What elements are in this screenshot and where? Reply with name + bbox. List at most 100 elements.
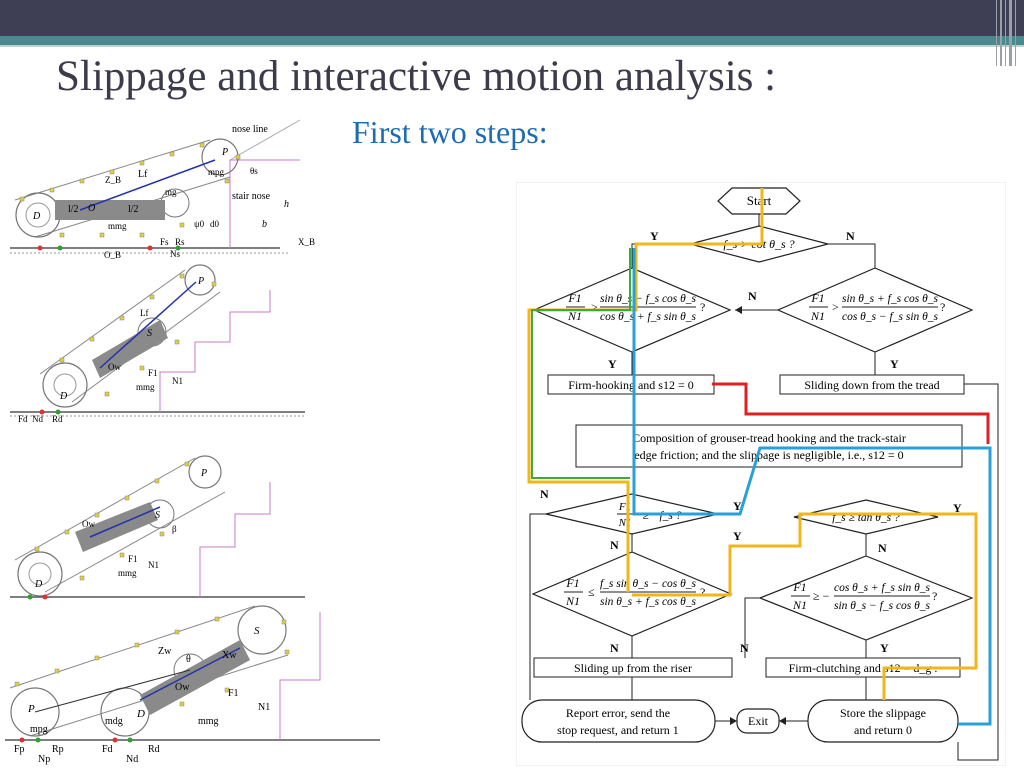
d6-num: f_s sin θ_s − cos θ_s: [600, 578, 697, 590]
label-o: O: [88, 203, 95, 214]
label-o: Ow: [108, 362, 121, 372]
label-mmg: mmg: [136, 382, 155, 392]
d3-lhs-den: N1: [810, 309, 825, 323]
label-theta: θ: [186, 654, 191, 665]
label-fp: Fp: [14, 744, 25, 755]
d7-lhs-num: F1: [792, 580, 806, 594]
label-zw: Zw: [158, 646, 172, 657]
label-psi0: ψ0: [194, 219, 205, 229]
label-s: S: [155, 510, 160, 521]
label-stair-nose: stair nose: [232, 191, 271, 202]
label-n1: N1: [148, 560, 159, 570]
label-xw: Xw: [222, 650, 237, 661]
d3-q: ?: [940, 300, 945, 314]
label-b: b: [262, 219, 267, 230]
d2-op: >: [591, 300, 598, 314]
d6-den: sin θ_s + f_s cos θ_s: [600, 596, 697, 608]
label-n: N: [846, 229, 855, 243]
label-y: Y: [733, 499, 742, 513]
label-n: N: [748, 289, 757, 303]
label-mmg: mmg: [108, 221, 127, 231]
robot-step1-diagram: nose line stair nose Lf Z_B P D O l/2 l/…: [10, 119, 315, 260]
start-terminal: [717, 187, 801, 215]
label-s: S: [254, 625, 260, 637]
label-y: Y: [733, 529, 742, 543]
slide-subtitle: First two steps:: [352, 114, 548, 150]
box-sliding-up: [533, 657, 733, 678]
label-n: N: [610, 641, 619, 655]
box-firm-hooking-text: Firm-hooking and s12 = 0: [568, 378, 693, 392]
label-theta-s: θs: [250, 166, 258, 176]
label-p: P: [200, 468, 207, 479]
d7-lhs-den: N1: [792, 598, 807, 612]
store-line2: and return 0: [854, 723, 912, 737]
label-d: D: [136, 708, 145, 720]
header-accent-stripe: [0, 36, 1024, 45]
label-l-half-1: l/2: [68, 204, 79, 215]
label-fd: Fd: [102, 744, 113, 755]
box-firm-clutching-text: Firm-clutching and s12 = d_g .: [789, 661, 938, 675]
start-label: Start: [747, 193, 772, 208]
label-mpg: mpg: [30, 724, 48, 735]
d3-num: sin θ_s + f_s cos θ_s: [842, 293, 939, 305]
label-d: D: [59, 391, 68, 402]
label-rd: Rd: [148, 744, 160, 755]
d6-op: ≤: [588, 585, 595, 599]
d4-text: ≥ −f_s ?: [643, 510, 682, 522]
label-n1: N1: [172, 376, 183, 386]
path-green: [531, 248, 631, 479]
label-nd: Nd: [32, 414, 43, 422]
box-composition-line1: Composition of grouser-tread hooking and…: [632, 431, 906, 445]
label-o: Ow: [82, 519, 95, 529]
header-bar: [0, 0, 1024, 36]
d6-q: ?: [700, 585, 705, 599]
box-composition: [575, 424, 963, 468]
label-xb: X_B: [298, 237, 315, 247]
report-line1: Report error, send the: [566, 706, 670, 720]
label-s: S: [147, 328, 152, 339]
label-n: N: [540, 487, 549, 501]
corner-decoration: [996, 0, 1018, 66]
path-red: [712, 382, 990, 444]
label-lf: Lf: [138, 169, 148, 180]
label-mmg: mmg: [198, 716, 219, 727]
label-fs: Fs: [160, 237, 169, 247]
d6-lhs-den: N1: [565, 594, 580, 608]
label-fd: Fd: [18, 414, 28, 422]
label-zb: Z_B: [105, 175, 121, 185]
label-rp: Rp: [52, 744, 64, 755]
d2-lhs-num: F1: [567, 291, 581, 305]
report-line2: stop request, and return 1: [557, 723, 679, 737]
path-yellow-step2: [632, 512, 978, 700]
d2-q: ?: [700, 300, 705, 314]
d2-num: sin θ_s − f_s cos θ_s: [600, 293, 697, 305]
label-p: P: [27, 703, 35, 715]
path-blue: [632, 248, 992, 726]
box-sliding-down-text: Sliding down from the tread: [804, 378, 939, 392]
box-composition-line2: edge friction; and the slippage is negli…: [634, 448, 903, 462]
label-beta: β: [172, 524, 177, 534]
robot-step3-diagram: P D S Ow F1 N1 mmg β: [10, 455, 305, 600]
label-y: Y: [890, 357, 899, 371]
d2-lhs-den: N1: [567, 309, 582, 323]
label-y: Y: [880, 641, 889, 655]
label-rd: Rd: [52, 414, 63, 422]
label-nose-line: nose line: [232, 124, 268, 135]
label-mpg: mpg: [208, 167, 225, 177]
store-line1: Store the slippage: [840, 706, 926, 720]
label-n: N: [610, 538, 619, 552]
label-f1: F1: [148, 368, 158, 378]
label-d0: d0: [210, 219, 220, 229]
robot-step4-diagram: S P D Ow F1 N1 mmg mpg mdg θ Zw Xw Fp Np…: [5, 605, 380, 765]
label-y: Y: [608, 357, 617, 371]
d7-q: ?: [932, 589, 937, 603]
label-nd: Nd: [126, 754, 138, 765]
label-rs: Rs: [175, 237, 185, 247]
label-ns: Ns: [170, 249, 180, 259]
label-mmg: mmg: [118, 568, 137, 578]
label-y: Y: [953, 501, 962, 515]
label-d: D: [32, 211, 41, 222]
exit-label: Exit: [748, 714, 769, 728]
flowchart: Start f_s > cot θ_s ? Y N F1 N1 > sin θ_…: [516, 182, 1006, 766]
label-o: Ow: [175, 682, 190, 693]
